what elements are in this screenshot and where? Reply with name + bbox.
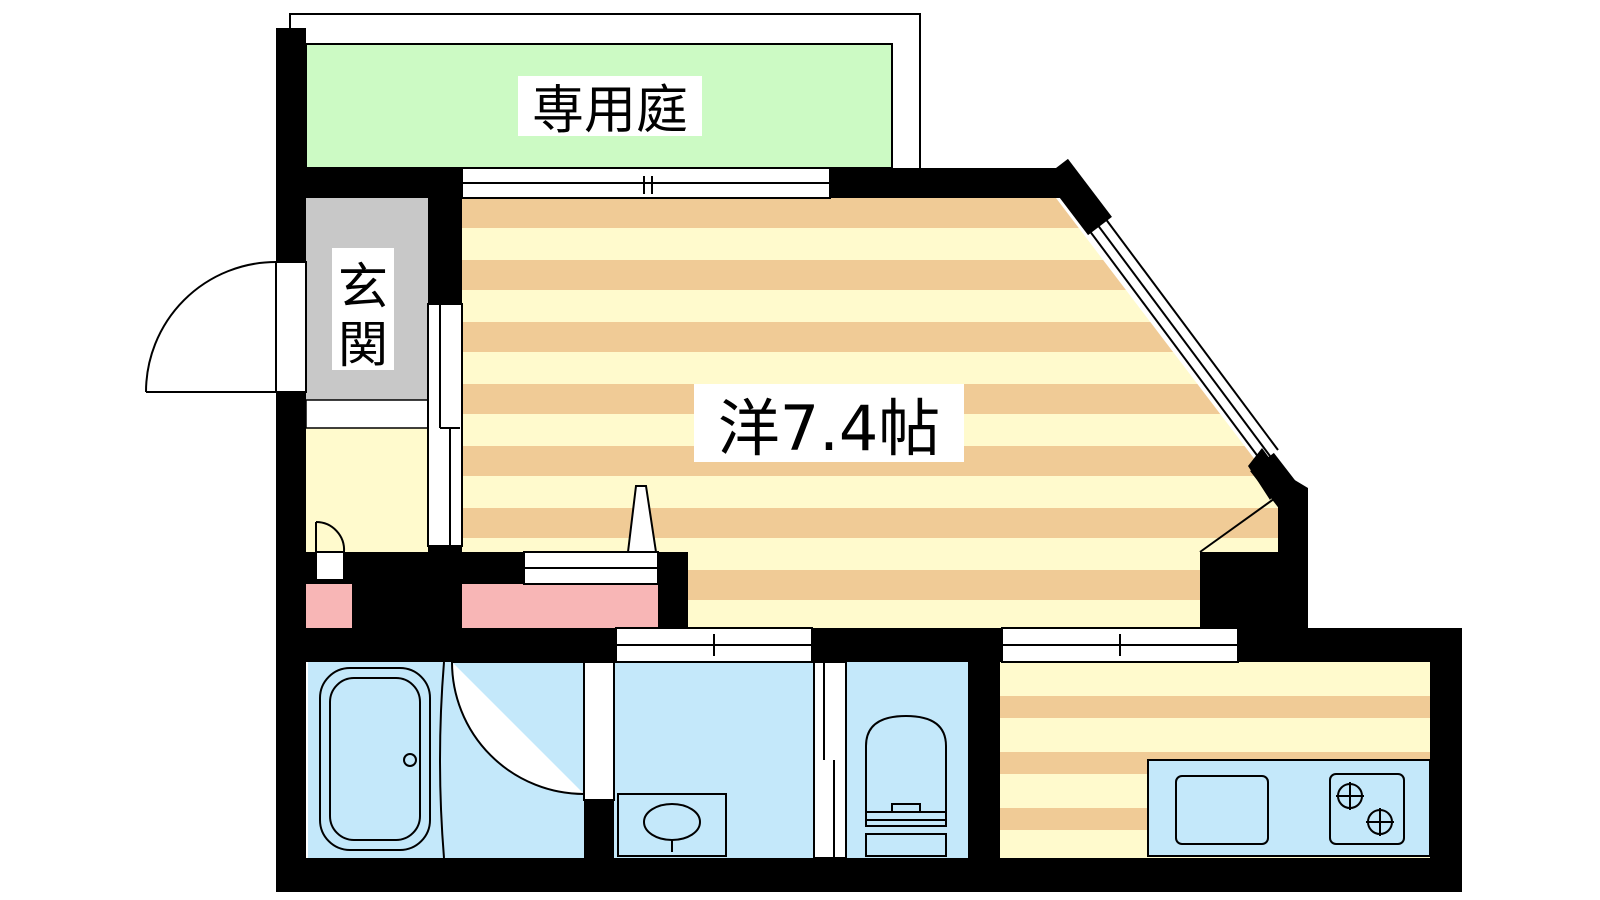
storage-pink-right — [462, 584, 658, 628]
room-label: 洋7.4帖 — [718, 392, 941, 465]
room-corner-door — [1199, 495, 1279, 553]
entrance-label-line1: 玄 — [338, 258, 388, 316]
closet-door — [315, 520, 346, 581]
garden-label: 専用庭 — [532, 81, 688, 141]
room-label-bg — [694, 384, 964, 462]
toilet — [865, 714, 947, 857]
washroom-sliding-door — [615, 627, 813, 663]
bathroom-door — [451, 661, 615, 801]
garden-label-bg — [518, 76, 702, 136]
storage-sliding-door — [523, 485, 659, 585]
entrance-label-line2: 関 — [338, 316, 388, 374]
kitchen-counter — [1147, 759, 1431, 857]
garden-window — [461, 167, 831, 199]
entrance-step — [305, 399, 429, 429]
diagonal-window — [1085, 213, 1279, 463]
diagonal-wall-top — [1044, 158, 1112, 236]
kitchen-sliding-door — [1001, 627, 1239, 663]
closet-floor — [306, 428, 428, 552]
toilet-floor — [846, 662, 968, 858]
entrance-sliding-door — [427, 303, 463, 547]
entrance-label-bg — [332, 248, 394, 370]
bathtub — [319, 661, 445, 859]
front-door — [145, 261, 307, 393]
wash-basin — [617, 793, 727, 857]
diagonal-wall-bottom — [1250, 452, 1308, 516]
toilet-sliding-door — [813, 661, 847, 859]
storage-pink-left — [306, 584, 352, 628]
